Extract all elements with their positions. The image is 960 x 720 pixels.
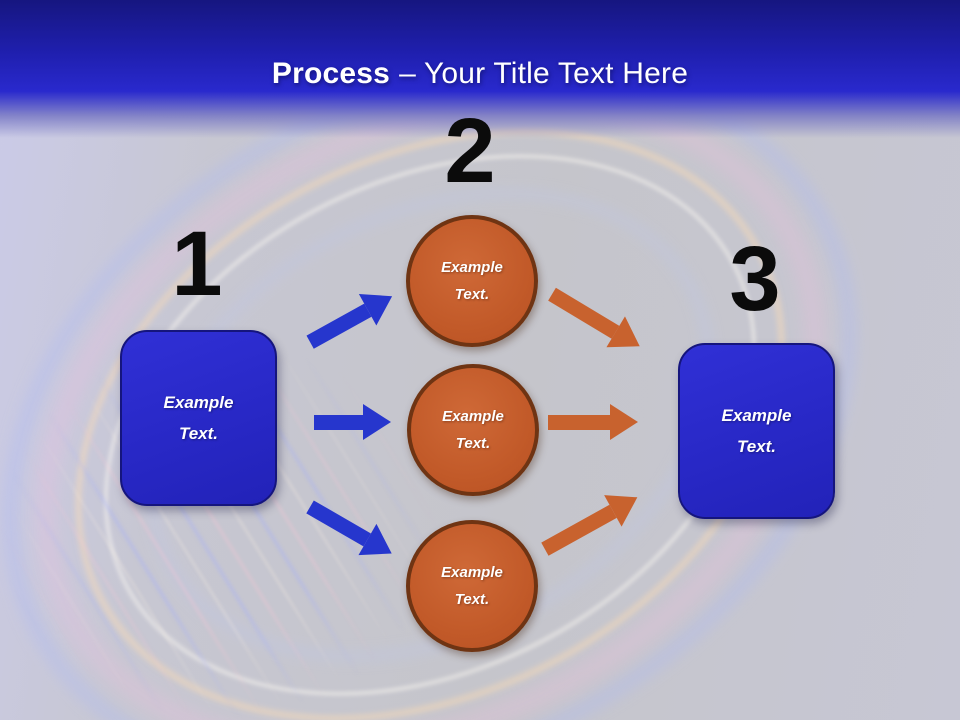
arrow-shaft <box>306 303 372 349</box>
step2-circle-middle-label: Example Text. <box>442 408 504 452</box>
step3-box-label: Example Text. <box>721 405 792 456</box>
arrow-head <box>610 404 638 440</box>
arrow-head <box>363 404 391 440</box>
arrow-shaft <box>548 414 610 430</box>
header-band <box>0 0 960 138</box>
slide-title: Process– Your Title Text Here <box>0 57 960 91</box>
step2-circle-middle: Example Text. <box>407 364 539 496</box>
step1-box: Example Text. <box>120 330 277 506</box>
slide-title-bold: Process <box>271 57 391 90</box>
arrow-shaft <box>306 500 372 546</box>
orange-arrow-bottom <box>536 481 647 565</box>
blue-arrow-middle <box>314 404 391 440</box>
step-number-3: 3 <box>729 228 781 330</box>
step-number-1: 1 <box>171 213 223 315</box>
step2-circle-bottom-label: Example Text. <box>441 564 503 608</box>
slide-title-rest: – Your Title Text Here <box>399 57 689 90</box>
orange-arrow-top <box>543 278 649 362</box>
step3-box: Example Text. <box>678 343 835 519</box>
step2-circle-bottom: Example Text. <box>406 520 538 652</box>
arrow-shaft <box>548 287 620 339</box>
step2-circle-top: Example Text. <box>406 215 538 347</box>
arrow-shaft <box>314 414 363 430</box>
blue-arrow-top <box>301 280 401 357</box>
step-number-2: 2 <box>444 100 496 202</box>
step1-box-label: Example Text. <box>163 392 234 443</box>
blue-arrow-bottom <box>301 491 401 570</box>
orange-arrow-middle <box>548 404 638 440</box>
step2-circle-top-label: Example Text. <box>441 259 503 303</box>
arrow-shaft <box>541 504 617 556</box>
